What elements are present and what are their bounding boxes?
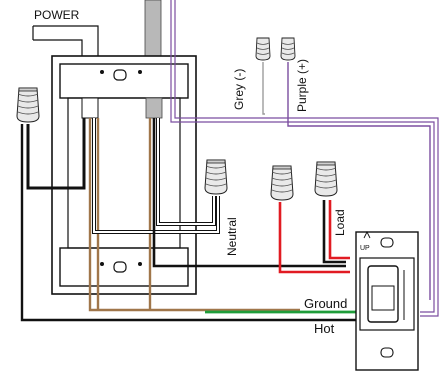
wire-nut-icon: [204, 159, 228, 195]
bare-wires: [88, 118, 300, 312]
grey-label: Grey (-): [232, 69, 246, 110]
dimming-wires: [170, 0, 439, 317]
load-label: Load: [333, 209, 347, 236]
hot-label: Hot: [314, 321, 335, 336]
neutral-label: Neutral: [225, 217, 239, 256]
wall-box-icon: [51, 55, 197, 295]
red-wires: [278, 200, 350, 274]
neutral-wires: [92, 118, 220, 234]
up-arrow-icon: [363, 230, 371, 239]
purple-label: Purple (+): [295, 59, 309, 112]
power-label: POWER: [34, 8, 80, 22]
wire-nut-icon: [314, 161, 338, 197]
power-hot-wire: [26, 118, 86, 190]
dimmer-switch-icon: [355, 230, 419, 371]
wire-nut-icon: [255, 37, 271, 61]
load-black-wire: [152, 118, 346, 268]
hot-wire: [20, 124, 356, 322]
ground-label: Ground: [304, 296, 347, 311]
wire-nut-icon: [280, 37, 296, 61]
wire-nut-icon: [16, 87, 40, 123]
wire-nut-icon: [270, 165, 294, 201]
up-label: UP: [360, 245, 370, 252]
